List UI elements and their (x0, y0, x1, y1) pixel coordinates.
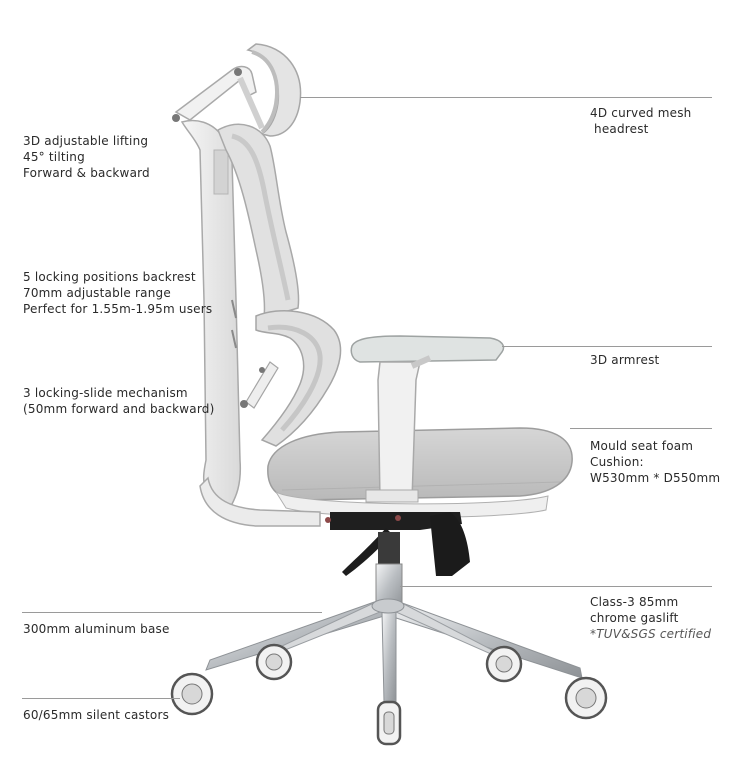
callout-seat-line-2: Cushion: (590, 455, 644, 469)
callout-backrest-line-2: 70mm adjustable range (23, 286, 171, 300)
callout-base-line-1: 300mm aluminum base (23, 622, 170, 636)
callout-lifting-line-2: 45° tilting (23, 150, 85, 164)
tilt-mechanism (325, 512, 470, 576)
lumbar-support (240, 310, 342, 447)
callout-gaslift-line-2: chrome gaslift (590, 611, 679, 625)
callout-gaslift-certification: *TUV&SGS certified (590, 627, 712, 641)
callout-armrest-line-1: 3D armrest (590, 353, 660, 367)
leader-headrest (300, 97, 712, 98)
callout-slide: 3 locking-slide mechanism (50mm forward … (23, 385, 214, 417)
callout-base: 300mm aluminum base (23, 621, 170, 637)
backrest-joint (199, 476, 321, 527)
callout-backrest: 5 locking positions backrest 70mm adjust… (23, 269, 212, 317)
gas-lift (375, 532, 403, 609)
callout-backrest-line-1: 5 locking positions backrest (23, 270, 196, 284)
callout-headrest-line-2: headrest (590, 122, 649, 136)
leader-armrest (502, 346, 712, 347)
callout-seat-line-1: Mould seat foam (590, 439, 694, 453)
seat-cushion (267, 427, 573, 518)
callout-lifting-line-1: 3D adjustable lifting (23, 134, 149, 148)
callout-slide-line-1: 3 locking-slide mechanism (23, 386, 188, 400)
callout-seat: Mould seat foam Cushion: W530mm * D550mm (590, 438, 720, 486)
callout-lifting: 3D adjustable lifting 45° tilting Forwar… (23, 133, 150, 181)
callout-headrest: 4D curved mesh headrest (590, 105, 691, 137)
callout-armrest: 3D armrest (590, 352, 659, 368)
leader-base (22, 612, 322, 613)
callout-backrest-line-3: Perfect for 1.55m-1.95m users (23, 302, 213, 316)
callout-castors-line-1: 60/65mm silent castors (23, 708, 170, 722)
backrest-frame (180, 119, 242, 510)
callout-lifting-line-3: Forward & backward (23, 166, 150, 180)
leader-seat (570, 428, 712, 429)
headrest (246, 43, 302, 137)
armrest (350, 335, 505, 503)
callout-gaslift: Class-3 85mm chrome gaslift *TUV&SGS cer… (590, 594, 711, 642)
castors (170, 643, 608, 746)
leader-gaslift (400, 586, 712, 587)
callout-headrest-line-1: 4D curved mesh (590, 106, 692, 120)
callout-slide-line-2: (50mm forward and backward) (23, 402, 215, 416)
aluminum-base (205, 598, 583, 703)
callout-seat-line-3: W530mm * D550mm (590, 471, 721, 485)
mesh-backrest (217, 123, 300, 320)
headrest-bracket (172, 65, 265, 130)
leader-castors (22, 698, 180, 699)
callout-castors: 60/65mm silent castors (23, 707, 169, 723)
callout-gaslift-line-1: Class-3 85mm (590, 595, 679, 609)
